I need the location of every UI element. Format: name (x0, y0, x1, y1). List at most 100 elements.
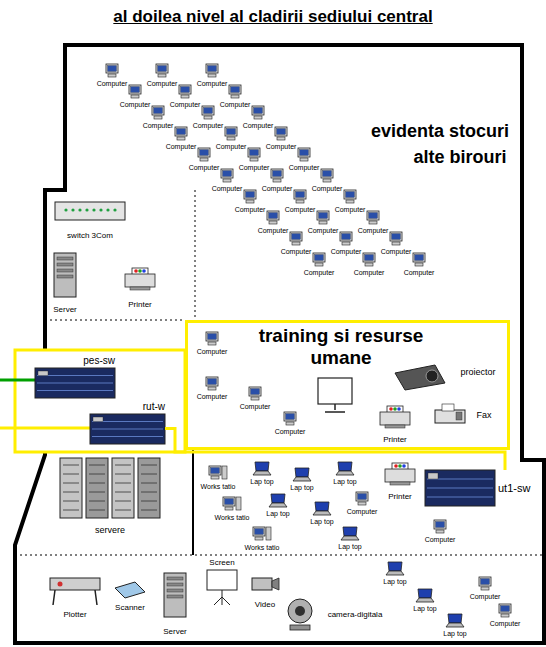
server-icon (54, 253, 76, 297)
icon-space (35, 368, 115, 398)
monitor-icon (318, 378, 352, 412)
pc-icon (499, 604, 511, 617)
switch-node: ut1-sw (425, 470, 530, 506)
device-label: Lap top (333, 478, 356, 485)
plotter-icon (50, 578, 100, 605)
device-label: Computer (212, 185, 243, 192)
device-label: Lap top (443, 630, 466, 637)
laptop-icon (416, 589, 434, 602)
laptop-icon (336, 462, 354, 475)
laptop-icon (313, 502, 331, 515)
pc-icon (206, 377, 218, 390)
pc-icon (249, 387, 261, 400)
pc-icon (413, 253, 425, 266)
laptop-icon (269, 494, 287, 507)
switch-node: pes-sw (35, 354, 115, 398)
inner-wall (192, 450, 194, 555)
device-label: Works tatio (201, 483, 236, 490)
device-label: Computer (235, 206, 266, 213)
outer-wall (15, 45, 544, 643)
pc-icon (248, 148, 260, 161)
device-label: Computer (308, 227, 339, 234)
device-label: Lap top (338, 543, 361, 550)
device-label: Scanner (115, 604, 145, 612)
yellow-frame (15, 350, 185, 452)
pc-icon (367, 211, 379, 224)
printer-icon (380, 406, 410, 428)
servere-icon (60, 458, 160, 518)
laptop-icon (253, 462, 271, 475)
pc-icon (344, 190, 356, 203)
switch-name: pes-sw (35, 354, 115, 368)
device-label: Computer (266, 143, 297, 150)
pc-icon (294, 190, 306, 203)
device-label: Computer (143, 122, 174, 129)
device-label: Lap top (290, 484, 313, 491)
pc-icon (267, 211, 279, 224)
fax-icon (435, 404, 465, 423)
device-label: Computer (285, 206, 316, 213)
device-label: Computer (262, 185, 293, 192)
device-label: Computer (312, 185, 343, 192)
server-icon (164, 573, 186, 617)
device-label: Computer (147, 80, 178, 87)
scanner-icon (115, 582, 145, 598)
pc-icon (156, 64, 168, 77)
pc-icon (129, 85, 141, 98)
device-label: Computer (354, 269, 385, 276)
video-icon (252, 578, 279, 590)
rack-icon (35, 368, 115, 398)
device-label: Lap top (250, 478, 273, 485)
pc-icon (434, 520, 446, 533)
device-label: Computer (381, 248, 412, 255)
device-label: Computer (470, 593, 501, 600)
pc-icon (321, 169, 333, 182)
device-label: Computer (304, 269, 335, 276)
pc-icon (271, 169, 283, 182)
switch-icon (55, 202, 125, 220)
device-label: Computer (243, 122, 274, 129)
device-label: Computer (425, 536, 456, 543)
device-label: Computer (331, 248, 362, 255)
device-label: Computer (358, 227, 389, 234)
rack-icon (90, 414, 165, 444)
device-label: Lap top (413, 605, 436, 612)
laptop-icon (446, 614, 464, 627)
pc-icon (356, 492, 368, 505)
device-label: proiector (460, 368, 495, 377)
green-link (0, 379, 35, 382)
switch-name: ut1-sw (495, 482, 530, 494)
pc-icon (298, 148, 310, 161)
pc-icon (340, 232, 352, 245)
device-label: Printer (128, 301, 152, 309)
ws-icon (253, 527, 271, 540)
pc-icon (229, 85, 241, 98)
pc-icon (152, 106, 164, 119)
laptop-icon (386, 562, 404, 575)
projector-icon (395, 365, 445, 390)
pc-icon (313, 253, 325, 266)
pc-icon (479, 577, 491, 590)
device-label: Server (53, 306, 77, 314)
rack-icon (425, 470, 495, 506)
pc-icon (106, 64, 118, 77)
device-label: Computer (281, 248, 312, 255)
device-label: Computer (120, 101, 151, 108)
pc-icon (198, 148, 210, 161)
pc-icon (244, 190, 256, 203)
room-region: training si resurse umane (185, 320, 510, 450)
device-label: Server (163, 628, 187, 636)
region-title: training si resurse umane (230, 325, 452, 369)
device-label: Computer (239, 164, 270, 171)
device-label: camera-digitala (328, 611, 383, 619)
pc-icon (275, 127, 287, 140)
device-label: Computer (220, 101, 251, 108)
pc-icon (179, 85, 191, 98)
device-label: Computer (193, 122, 224, 129)
device-label: Works tatio (245, 544, 280, 551)
device-label: Computer (275, 428, 306, 435)
printer-icon (385, 463, 415, 485)
pc-icon (390, 232, 402, 245)
page-title: al doilea nivel al cladirii sediului cen… (0, 8, 546, 27)
switch-node: rut-w (90, 400, 165, 444)
